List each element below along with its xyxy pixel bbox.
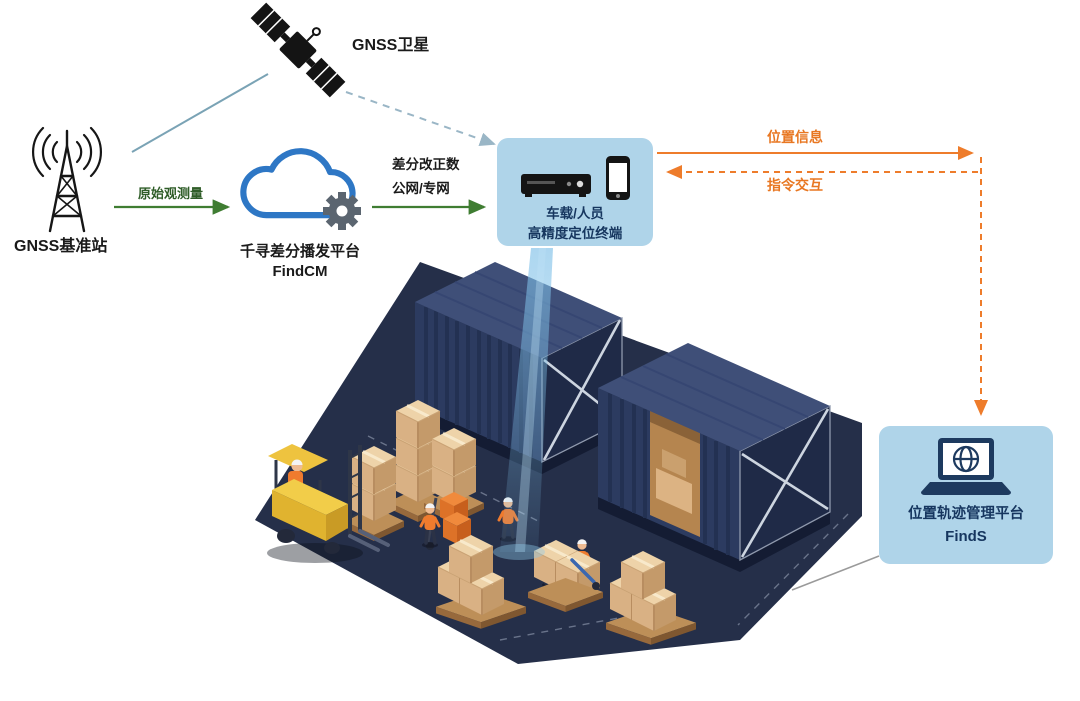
positioning-beam <box>493 248 553 560</box>
smartphone-icon <box>606 156 630 200</box>
cloud-subtitle: FindCM <box>272 263 328 280</box>
base-station-label: GNSS基准站 <box>14 238 108 255</box>
leader-line-platform <box>791 555 880 591</box>
terminal-node: 车载/人员 高精度定位终端 <box>497 138 653 246</box>
cloud-icon <box>240 148 356 219</box>
terminal-icons <box>517 150 633 202</box>
correction-label-line1: 差分改正数 <box>392 157 460 172</box>
cloud-title: 千寻差分播发平台 <box>239 243 360 260</box>
satellite-label: GNSS卫星 <box>352 37 430 54</box>
platform-label-title: 位置轨迹管理平台 <box>908 506 1024 522</box>
platform-label-subtitle: FindS <box>945 527 987 545</box>
raw-observation-label: 原始观测量 <box>138 186 204 201</box>
terminal-label-line2: 高精度定位终端 <box>527 226 623 242</box>
link-satellite-to-station <box>131 73 269 153</box>
correction-label-line2: 公网/专网 <box>392 181 450 196</box>
platform-node: 位置轨迹管理平台 FindS <box>879 426 1053 564</box>
link-satellite-to-terminal <box>345 91 496 146</box>
laptop-globe-icon <box>921 438 1011 495</box>
receiver-icon <box>521 174 591 197</box>
satellite-icon <box>250 2 346 98</box>
warehouse-illustration <box>255 248 862 664</box>
position-info-label: 位置信息 <box>767 129 823 145</box>
container-front <box>598 343 831 572</box>
radio-tower-icon <box>32 126 102 233</box>
gear-icon <box>323 192 361 230</box>
signal-waves-icon <box>32 126 102 178</box>
terminal-label-line1: 车载/人员 <box>546 206 604 221</box>
forklift-icon <box>267 444 390 563</box>
command-label: 指令交互 <box>767 177 823 193</box>
pallet-jack <box>528 538 603 612</box>
